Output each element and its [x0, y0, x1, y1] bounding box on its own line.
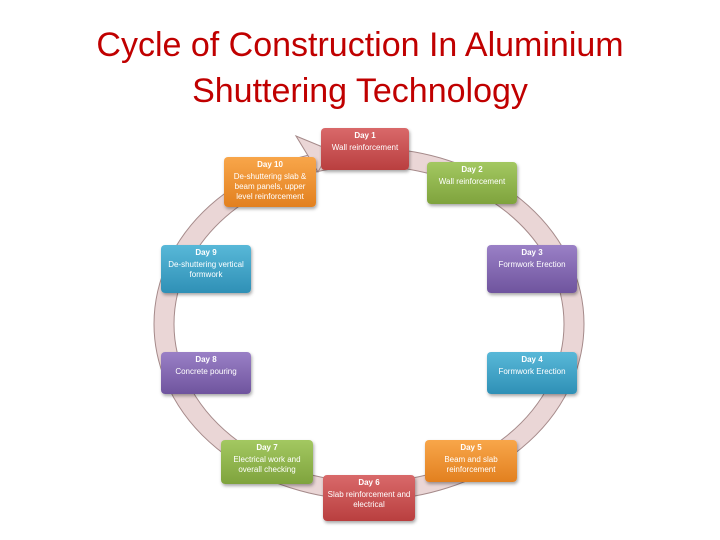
step-description: De-shuttering slab & beam panels, upper …	[233, 172, 307, 201]
step-day-label: Day 9	[195, 248, 217, 257]
step-day-3: Day 3 Formwork Erection	[487, 245, 577, 293]
slide-title: Cycle of Construction In Aluminium Shutt…	[0, 22, 720, 114]
step-day-label: Day 10	[257, 160, 283, 169]
title-line-1: Cycle of Construction In Aluminium	[96, 26, 624, 64]
step-description: Slab reinforcement and electrical	[327, 490, 411, 509]
step-day-label: Day 4	[521, 355, 543, 364]
step-day-label: Day 1	[354, 131, 376, 140]
step-description: Beam and slab reinforcement	[444, 455, 498, 474]
step-day-label: Day 8	[195, 355, 217, 364]
step-day-label: Day 2	[461, 165, 483, 174]
cycle-ring-band	[153, 147, 585, 501]
step-day-label: Day 7	[256, 443, 278, 452]
step-description: Concrete pouring	[175, 367, 237, 376]
step-day-8: Day 8 Concrete pouring	[161, 352, 251, 394]
step-day-1: Day 1 Wall reinforcement	[321, 128, 409, 170]
step-day-6: Day 6 Slab reinforcement and electrical	[323, 475, 415, 521]
title-line-2: Shuttering Technology	[192, 72, 528, 110]
step-day-label: Day 6	[358, 478, 380, 487]
step-day-label: Day 5	[460, 443, 482, 452]
step-description: Electrical work and overall checking	[233, 455, 301, 474]
step-day-7: Day 7 Electrical work and overall checki…	[221, 440, 313, 484]
step-description: Wall reinforcement	[331, 143, 399, 152]
step-day-2: Day 2 Wall reinforcement	[427, 162, 517, 204]
step-day-label: Day 3	[521, 248, 543, 257]
step-description: Wall reinforcement	[438, 177, 506, 186]
step-day-4: Day 4 Formwork Erection	[487, 352, 577, 394]
step-day-9: Day 9 De-shuttering vertical formwork	[161, 245, 251, 293]
step-description: De-shuttering vertical formwork	[168, 260, 244, 279]
step-day-5: Day 5 Beam and slab reinforcement	[425, 440, 517, 482]
step-day-10: Day 10 De-shuttering slab & beam panels,…	[224, 157, 316, 207]
step-description: Formwork Erection	[498, 260, 566, 269]
step-description: Formwork Erection	[498, 367, 566, 376]
